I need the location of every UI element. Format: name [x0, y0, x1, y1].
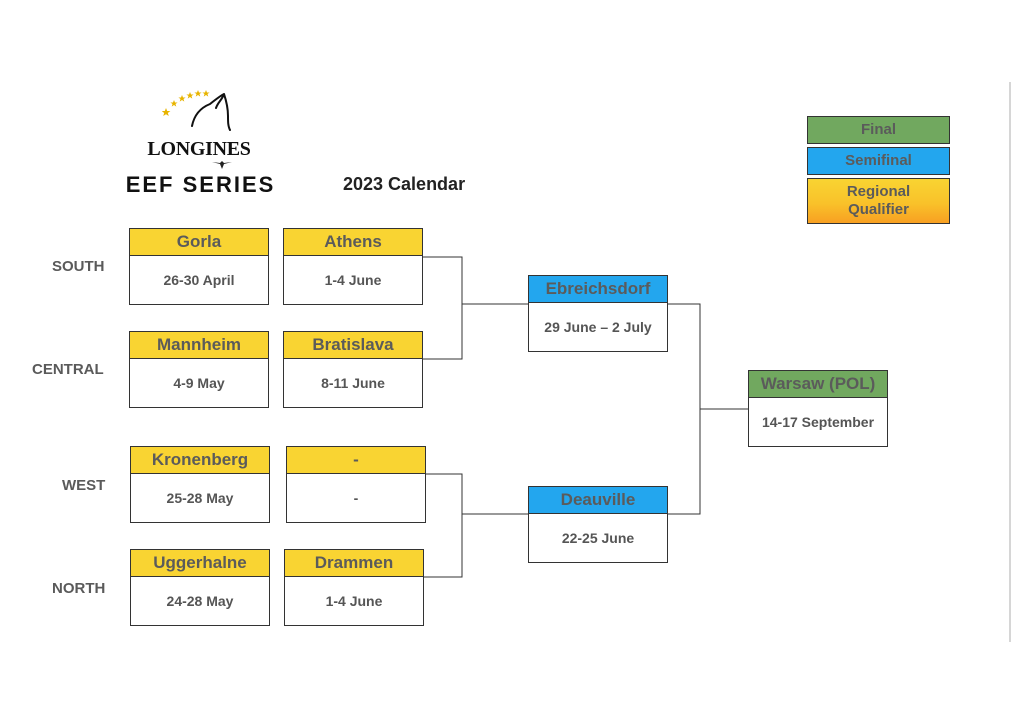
region-label-west: WEST: [62, 477, 106, 494]
event-dates: 8-11 June: [283, 358, 423, 408]
connector-semifinals: [667, 303, 701, 515]
winged-hourglass-icon: [189, 160, 232, 170]
event-card-bratislava: Bratislava 8-11 June: [283, 331, 423, 408]
venue-name: Bratislava: [283, 331, 423, 359]
venue-name: Uggerhalne: [130, 549, 270, 577]
event-dates: 26-30 April: [129, 255, 269, 305]
event-dates: 1-4 June: [283, 255, 423, 305]
event-card-athens: Athens 1-4 June: [283, 228, 423, 305]
legend-final: Final: [807, 116, 950, 144]
venue-name: -: [286, 446, 426, 474]
event-card-west-tbd: - -: [286, 446, 426, 523]
event-dates: 4-9 May: [129, 358, 269, 408]
venue-name: Warsaw (POL): [748, 370, 888, 398]
venue-name: Gorla: [129, 228, 269, 256]
venue-name: Deauville: [528, 486, 668, 514]
eef-series-wordmark: EEF SERIES: [125, 172, 276, 197]
venue-name: Ebreichsdorf: [528, 275, 668, 303]
event-card-ebreichsdorf: Ebreichsdorf 29 June – 2 July: [528, 275, 668, 352]
page-title: 2023 Calendar: [343, 174, 466, 194]
region-label-south: SOUTH: [52, 258, 105, 275]
event-card-mannheim: Mannheim 4-9 May: [129, 331, 269, 408]
event-card-deauville: Deauville 22-25 June: [528, 486, 668, 563]
event-dates: 25-28 May: [130, 473, 270, 523]
event-card-final-warsaw: Warsaw (POL) 14-17 September: [748, 370, 888, 447]
event-dates: 1-4 June: [284, 576, 424, 626]
event-dates: 14-17 September: [748, 397, 888, 447]
event-dates: -: [286, 473, 426, 523]
venue-name: Drammen: [284, 549, 424, 577]
legend-semifinal: Semifinal: [807, 147, 950, 175]
region-label-north: NORTH: [52, 580, 106, 597]
event-dates: 22-25 June: [528, 513, 668, 563]
event-card-uggerhalne: Uggerhalne 24-28 May: [130, 549, 270, 626]
connector-west-north: [423, 473, 463, 578]
venue-name: Kronenberg: [130, 446, 270, 474]
venue-name: Mannheim: [129, 331, 269, 359]
legend-regional-qualifier: Regional Qualifier: [807, 178, 950, 224]
event-dates: 24-28 May: [130, 576, 270, 626]
event-card-gorla: Gorla 26-30 April: [129, 228, 269, 305]
event-card-drammen: Drammen 1-4 June: [284, 549, 424, 626]
page-edge-divider: [1009, 82, 1011, 642]
venue-name: Athens: [283, 228, 423, 256]
horse-head-stars-icon: [162, 90, 231, 131]
event-card-kronenberg: Kronenberg 25-28 May: [130, 446, 270, 523]
longines-wordmark: LONGINES: [147, 138, 251, 160]
event-dates: 29 June – 2 July: [528, 302, 668, 352]
longines-eef-logo: LONGINES EEF SERIES: [126, 86, 285, 197]
region-label-central: CENTRAL: [32, 361, 104, 378]
connector-south-central: [423, 256, 463, 360]
